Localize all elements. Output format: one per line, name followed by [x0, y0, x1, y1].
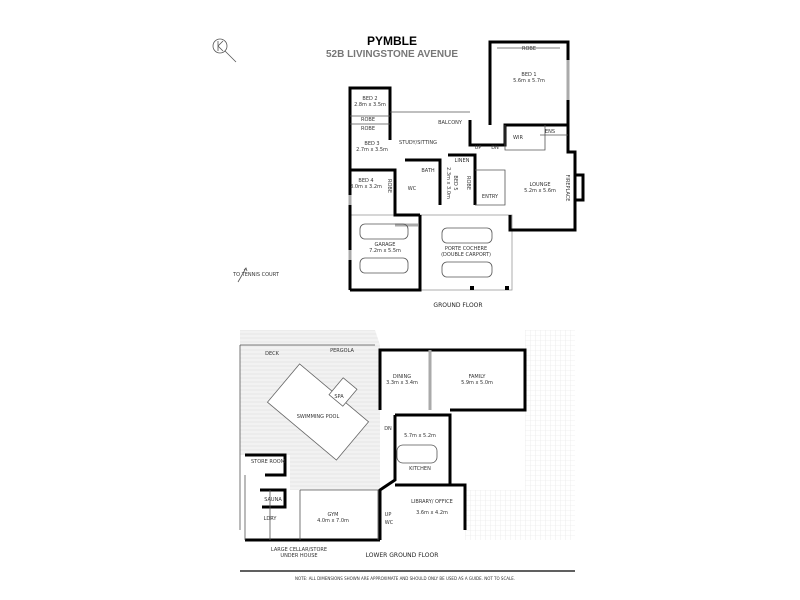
- room-size: 5.6m x 5.7m: [513, 78, 545, 84]
- room-label: ROBE: [361, 117, 375, 123]
- room-label: UNDER HOUSE: [280, 553, 317, 559]
- room-label: LIBRARY/ OFFICE: [411, 499, 453, 505]
- floor-label: LOWER GROUND FLOOR: [366, 552, 439, 559]
- room-size: 5.7m x 5.2m: [404, 433, 436, 439]
- arrow-icon: [237, 267, 248, 283]
- area-label: PERGOLA: [330, 348, 354, 354]
- room-size: 2.3m x 3.0m: [445, 167, 451, 199]
- room-label: ROBE: [386, 179, 392, 193]
- room-label: LARGE CELLAR/STORE: [271, 547, 327, 553]
- room-label: LDRY: [264, 516, 278, 522]
- room-size: 4.0m x 7.0m: [317, 518, 349, 524]
- room-label: ROBE: [465, 176, 471, 190]
- room-label: FIREPLACE: [564, 175, 570, 202]
- room-size: 7.2m x 5.5m: [369, 248, 401, 254]
- floor-label: GROUND FLOOR: [433, 302, 482, 309]
- disclaimer-note: NOTE: ALL DIMENSIONS SHOWN ARE APPROXIMA…: [295, 576, 515, 581]
- compass-icon: [212, 38, 237, 63]
- stair-label: DN: [384, 426, 392, 432]
- room-label: WC: [408, 186, 417, 192]
- room-label: WC: [385, 520, 394, 526]
- room-label: BED 2: [362, 96, 377, 102]
- room-size: 5.2m x 5.6m: [524, 188, 556, 194]
- car-icon: [359, 257, 409, 274]
- room-label: STUDY/SITTING: [399, 140, 437, 146]
- room-label: ENTRY: [482, 194, 499, 200]
- room-label: SAUNA: [264, 497, 282, 503]
- room-label: BED 1: [521, 72, 536, 78]
- car-icon: [359, 223, 409, 240]
- room-label: PORTE COCHERE: [445, 246, 487, 252]
- room-label: ROBE: [361, 126, 375, 132]
- room-label: BATH: [421, 168, 435, 174]
- ground-floor-plan: ROBE BED 1 5.6m x 5.7m BED 2 2.8m x 3.5m…: [348, 40, 585, 309]
- stair-label: DN: [491, 145, 499, 151]
- room-label: LOUNGE: [530, 182, 551, 188]
- room-label: ROBE: [522, 46, 536, 52]
- room-label: BED 3: [364, 141, 379, 147]
- room-label: BED 4: [358, 178, 373, 184]
- room-size: 3.3m x 3.4m: [386, 380, 418, 386]
- room-label: WIR: [513, 135, 523, 141]
- car-icon: [441, 227, 493, 244]
- car-icon: [441, 261, 493, 278]
- room-label: BALCONY: [438, 120, 463, 126]
- room-label: GARAGE: [375, 242, 396, 248]
- swimming-pool: [266, 363, 370, 461]
- property-address: 52B LIVINGSTONE AVENUE: [326, 49, 458, 60]
- room-label: KITCHEN: [409, 466, 431, 472]
- room-label: LINEN: [455, 158, 470, 164]
- room-label: SPA: [334, 394, 344, 400]
- room-label: STORE ROOM: [251, 459, 285, 465]
- room-label: FAMILY: [469, 374, 487, 380]
- room-label: DINING: [393, 374, 411, 380]
- room-size: 5.9m x 5.0m: [461, 380, 493, 386]
- property-suburb-title: PYMBLE: [367, 34, 417, 48]
- tennis-court-label: TO TENNIS COURT: [232, 272, 280, 278]
- area-label: DECK: [265, 351, 280, 357]
- room-label: BED 5: [452, 175, 458, 190]
- stair-label: UP: [475, 145, 482, 151]
- room-size: 3.0m x 3.2m: [350, 184, 382, 190]
- room-label: SWIMMING POOL: [297, 414, 340, 420]
- room-size: (DOUBLE CARPORT): [441, 252, 491, 258]
- room-label: GYM: [328, 512, 339, 518]
- room-size: 3.6m x 4.2m: [416, 510, 448, 516]
- room-size: 2.8m x 3.5m: [354, 102, 386, 108]
- room-size: 2.7m x 3.5m: [356, 147, 388, 153]
- stair-label: UP: [385, 512, 392, 518]
- lower-ground-floor-plan: DECK PERGOLA SPA SWIMMING POOL DINING 3.…: [232, 267, 575, 559]
- room-label: ENS: [545, 129, 555, 135]
